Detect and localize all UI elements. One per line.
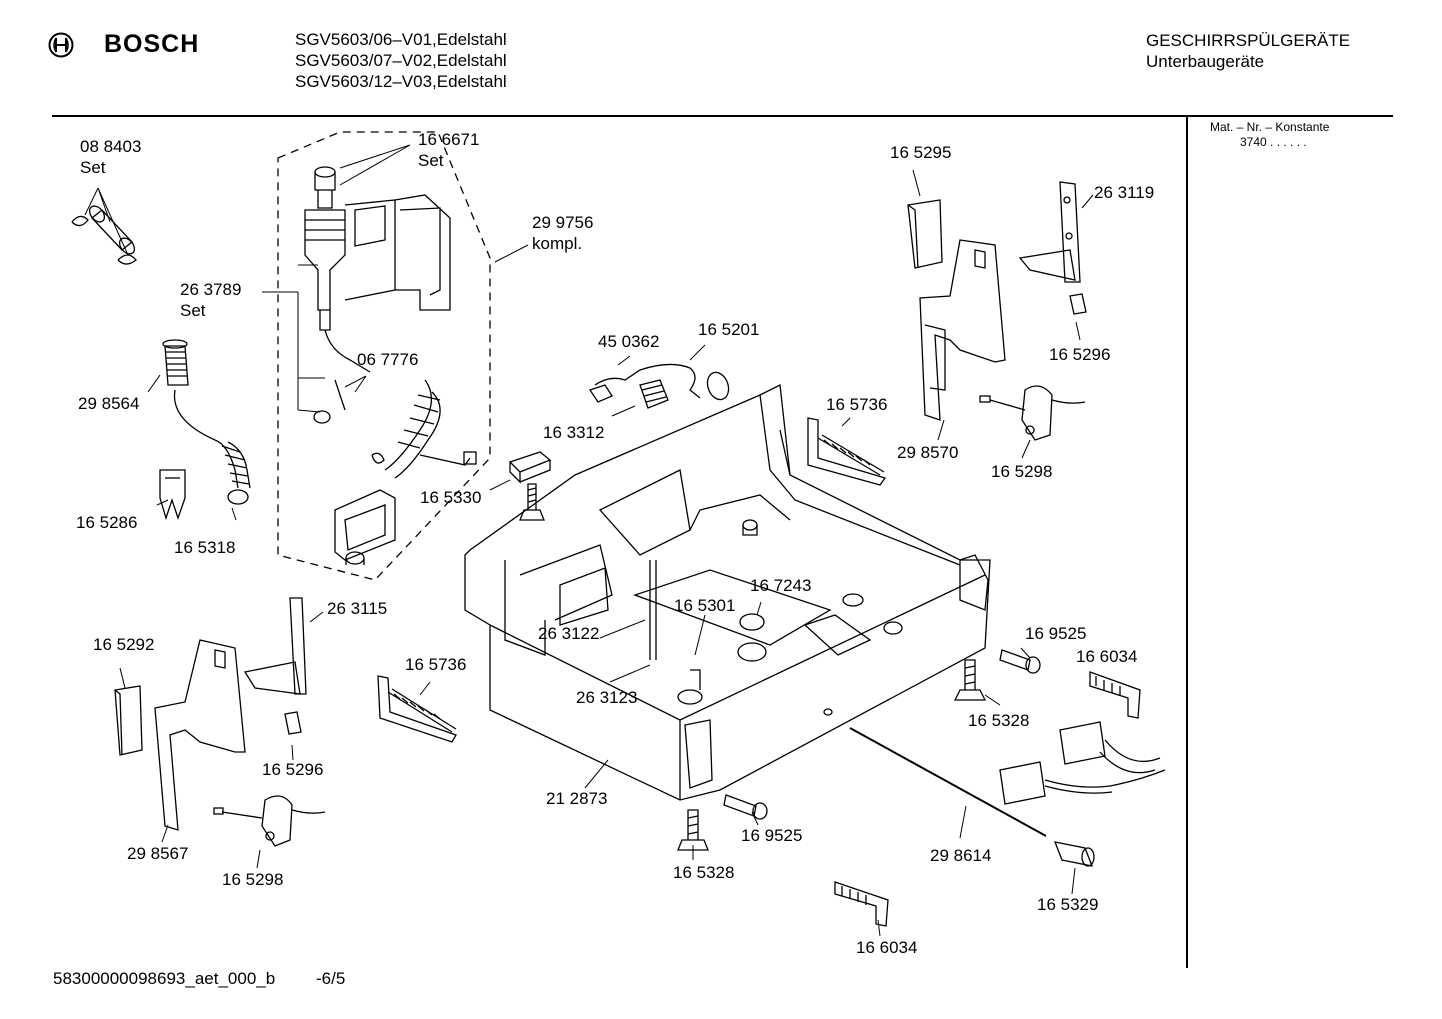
side-panel-value: 3740 . . . . . . bbox=[1240, 135, 1307, 149]
label-165295: 16 5295 bbox=[890, 143, 952, 162]
heating-wire-part bbox=[588, 363, 730, 409]
label-165286: 16 5286 bbox=[76, 513, 138, 532]
drain-hose-part bbox=[214, 439, 251, 505]
label-165296-b: 16 5296 bbox=[262, 760, 324, 779]
label-165298-a: 16 5298 bbox=[991, 462, 1053, 481]
label-169525-a: 16 9525 bbox=[1025, 624, 1087, 643]
base-frame-part bbox=[464, 384, 991, 801]
bolt-part-2 bbox=[723, 794, 768, 820]
connector-block-part-1 bbox=[1089, 671, 1141, 719]
bolt-part-1 bbox=[999, 649, 1041, 674]
label-165736-b: 16 5736 bbox=[405, 655, 467, 674]
label-165329: 16 5329 bbox=[1037, 895, 1099, 914]
side-panel-title: Mat. – Nr. – Konstante bbox=[1210, 120, 1330, 134]
label-298570: 29 8570 bbox=[897, 443, 959, 462]
hinge-arm-part-2 bbox=[154, 639, 246, 831]
document-id: 58300000098693_aet_000_b bbox=[53, 969, 276, 988]
model-line-1: SGV5603/06–V01,Edelstahl bbox=[295, 30, 507, 49]
leader-lines bbox=[84, 144, 1094, 937]
label-212873: 21 2873 bbox=[546, 789, 608, 808]
door-spring-part-2 bbox=[213, 795, 326, 847]
brand-name: BOSCH bbox=[104, 30, 200, 58]
hinge-clip-part-2 bbox=[284, 711, 302, 735]
screw-part-2 bbox=[953, 659, 987, 701]
label-263789: 26 3789 bbox=[180, 280, 242, 299]
label-298614: 29 8614 bbox=[930, 846, 992, 865]
model-line-3: SGV5603/12–V03,Edelstahl bbox=[295, 72, 507, 91]
category-subtitle: Unterbaugeräte bbox=[1146, 52, 1265, 71]
label-165328-b: 16 5328 bbox=[673, 863, 735, 882]
valve-assembly-part bbox=[304, 166, 451, 424]
label-169525-b: 16 9525 bbox=[741, 826, 803, 845]
label-088403-set: Set bbox=[80, 158, 106, 177]
label-299756-kompl: kompl. bbox=[532, 234, 583, 253]
plug-part bbox=[1053, 841, 1095, 867]
bellows-part bbox=[162, 339, 216, 441]
label-165328-a: 16 5328 bbox=[968, 711, 1030, 730]
wire-harness-part bbox=[999, 721, 1166, 805]
label-166671: 16 6671 bbox=[418, 130, 480, 149]
bosch-logo-icon bbox=[48, 32, 74, 58]
door-spring-part-1 bbox=[979, 385, 1086, 441]
rail-guide-part-lower bbox=[377, 675, 457, 743]
bracket-assembly-part bbox=[334, 489, 396, 565]
label-298564: 29 8564 bbox=[78, 394, 140, 413]
screw-part-3 bbox=[677, 809, 709, 851]
label-263115: 26 3115 bbox=[327, 599, 388, 618]
label-088403: 08 8403 bbox=[80, 137, 142, 156]
category-title: GESCHIRRSPÜLGERÄTE bbox=[1146, 31, 1351, 50]
label-165296-a: 16 5296 bbox=[1049, 345, 1111, 364]
label-299756: 29 9756 bbox=[532, 213, 594, 232]
side-panel-divider bbox=[1186, 116, 1188, 968]
label-263119: 26 3119 bbox=[1094, 183, 1155, 202]
hose-coil-part bbox=[371, 379, 477, 479]
retainer-part-2 bbox=[114, 685, 143, 756]
hinge-bracket-part bbox=[1018, 181, 1081, 283]
connector-block-part-2 bbox=[834, 881, 889, 927]
hose-set-part bbox=[71, 205, 137, 265]
label-165330: 16 5330 bbox=[420, 488, 482, 507]
header-divider bbox=[52, 115, 1393, 117]
switch-part bbox=[508, 451, 552, 484]
label-163312: 16 3312 bbox=[543, 423, 605, 442]
label-263122: 26 3122 bbox=[538, 624, 600, 643]
page-number: -6/5 bbox=[316, 969, 346, 988]
screw-part-1 bbox=[519, 483, 545, 521]
label-167243: 16 7243 bbox=[750, 576, 812, 595]
hinge-bracket-part-2 bbox=[243, 597, 307, 695]
retainer-part bbox=[907, 199, 943, 269]
label-450362: 45 0362 bbox=[598, 332, 660, 351]
label-166671-set: Set bbox=[418, 151, 444, 170]
label-263123: 26 3123 bbox=[576, 688, 638, 707]
label-165736-a: 16 5736 bbox=[826, 395, 888, 414]
label-166034-a: 16 6034 bbox=[1076, 647, 1138, 666]
label-165292: 16 5292 bbox=[93, 635, 155, 654]
rail-guide-part-upper bbox=[807, 417, 887, 486]
label-165301: 16 5301 bbox=[674, 596, 736, 615]
hinge-clip-part-1 bbox=[1069, 293, 1087, 315]
label-067776: 06 7776 bbox=[357, 350, 419, 369]
hinge-arm-part-1 bbox=[919, 239, 1006, 421]
label-298567: 29 8567 bbox=[127, 844, 189, 863]
clip-part bbox=[159, 469, 186, 521]
label-165318: 16 5318 bbox=[174, 538, 236, 557]
label-166034-b: 16 6034 bbox=[856, 938, 918, 957]
label-165298-b: 16 5298 bbox=[222, 870, 284, 889]
label-165201: 16 5201 bbox=[698, 320, 760, 339]
label-263789-set: Set bbox=[180, 301, 206, 320]
rod-part bbox=[849, 727, 1047, 837]
model-line-2: SGV5603/07–V02,Edelstahl bbox=[295, 51, 507, 70]
